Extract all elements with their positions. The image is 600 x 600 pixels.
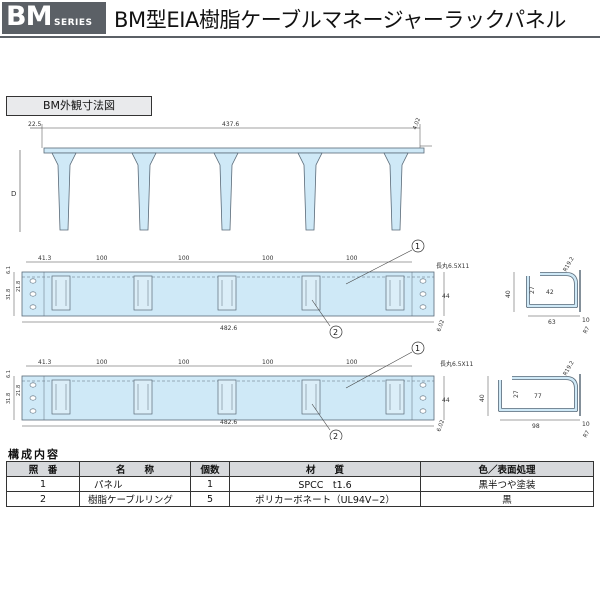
series-badge: BM SERIES bbox=[2, 1, 106, 34]
top-dim-left: 22.5 bbox=[28, 121, 42, 128]
fv2-callout-1: 1 bbox=[415, 344, 420, 353]
fv2-dim-total: 482.6 bbox=[220, 419, 237, 426]
cell-material: ポリカーボネート（UL94V−2） bbox=[229, 491, 421, 507]
sv1-dim-b: 42 bbox=[546, 289, 554, 296]
composition-heading: 構成内容 bbox=[8, 448, 60, 461]
fv1-dim-edge: 41.3 bbox=[38, 255, 52, 262]
sv2-dim-height: 40 bbox=[479, 394, 486, 402]
fv2-dim-pitch-2: 100 bbox=[178, 359, 190, 366]
sv1-dim-r2: R7 bbox=[583, 325, 592, 335]
top-view: 22.5 437.6 4.02 D bbox=[11, 117, 432, 232]
header: BM SERIES BM型EIA樹脂ケーブルマネージャーラックパネル bbox=[0, 0, 600, 38]
side-view-1: 40 R19.2 27 42 63 10 R7 bbox=[505, 256, 592, 335]
col-qty: 個数 bbox=[190, 461, 230, 477]
top-dim-right: 4.02 bbox=[412, 117, 422, 131]
table-header-row: 照 番 名 称 個数 材 質 色／表面処理 bbox=[6, 461, 594, 477]
sv1-dim-a: 27 bbox=[529, 286, 536, 294]
sv1-dim-r: R19.2 bbox=[563, 256, 576, 273]
fv2-dim-pitch-1: 100 bbox=[96, 359, 108, 366]
table-row: 1 パネル 1 SPCC t1.6 黒半つや塗装 bbox=[6, 476, 594, 492]
sv1-dim-foot: 10 bbox=[582, 317, 590, 324]
sv1-dim-height: 40 bbox=[505, 290, 512, 298]
series-badge-main: BM bbox=[6, 1, 52, 32]
fv1-dim-left-mid: 31.8 bbox=[6, 289, 12, 300]
fv1-dim-pitch-3: 100 bbox=[262, 255, 274, 262]
parts-table: 照 番 名 称 個数 材 質 色／表面処理 1 パネル 1 SPCC t1.6 … bbox=[6, 461, 594, 507]
fv2-dim-left-mid2: 21.8 bbox=[16, 385, 22, 396]
page-title: BM型EIA樹脂ケーブルマネージャーラックパネル bbox=[114, 8, 566, 32]
cell-finish: 黒半つや塗装 bbox=[420, 476, 594, 492]
col-name: 名 称 bbox=[79, 461, 191, 477]
sv1-dim-width: 63 bbox=[548, 319, 556, 326]
fv2-dim-height: 44 bbox=[442, 397, 450, 404]
cell-name: 樹脂ケーブルリング bbox=[79, 491, 191, 507]
cell-finish: 黒 bbox=[420, 491, 594, 507]
fv1-callout-2: 2 bbox=[333, 328, 338, 337]
fv1-dim-pitch-2: 100 bbox=[178, 255, 190, 262]
fv2-dim-slot: 長丸6.5X11 bbox=[440, 360, 473, 368]
dimension-drawing: 22.5 437.6 4.02 D 41.3 100 100 100 100 bbox=[6, 117, 592, 440]
fv1-dim-pitch-1: 100 bbox=[96, 255, 108, 262]
cell-material: SPCC t1.6 bbox=[229, 476, 421, 492]
fv1-dim-thick: 6.02 bbox=[436, 319, 446, 333]
fv2-dim-pitch-4: 100 bbox=[346, 359, 358, 366]
sv2-dim-width: 98 bbox=[532, 423, 540, 430]
fv1-dim-slot: 長丸6.5X11 bbox=[436, 262, 469, 270]
sv2-dim-foot: 10 bbox=[582, 421, 590, 428]
fv1-dim-left-top: 6.1 bbox=[6, 266, 12, 274]
col-material: 材 質 bbox=[229, 461, 421, 477]
side-view-2: 40 R19.2 27 77 98 10 R7 bbox=[479, 360, 592, 439]
cell-name: パネル bbox=[79, 476, 191, 492]
cell-no: 1 bbox=[6, 476, 80, 492]
fv1-dim-height: 44 bbox=[442, 293, 450, 300]
cell-qty: 1 bbox=[190, 476, 230, 492]
top-dim-depth: D bbox=[11, 190, 16, 198]
fv2-callout-2: 2 bbox=[333, 432, 338, 440]
fv1-dim-total: 482.6 bbox=[220, 325, 237, 332]
top-dim-width: 437.6 bbox=[222, 121, 239, 128]
title-rule bbox=[0, 36, 600, 38]
fv2-dim-edge: 41.3 bbox=[38, 359, 52, 366]
fv1-dim-pitch-4: 100 bbox=[346, 255, 358, 262]
fv2-dim-pitch-3: 100 bbox=[262, 359, 274, 366]
series-badge-sub: SERIES bbox=[54, 18, 93, 28]
fv1-dim-left-mid2: 21.8 bbox=[16, 281, 22, 292]
sv2-dim-r: R19.2 bbox=[563, 360, 576, 377]
sv2-dim-a: 27 bbox=[513, 390, 520, 398]
col-no: 照 番 bbox=[6, 461, 80, 477]
cell-no: 2 bbox=[6, 491, 80, 507]
front-view-1: 41.3 100 100 100 100 6.1 31.8 21.8 bbox=[6, 239, 469, 339]
fv2-dim-thick: 6.02 bbox=[436, 419, 446, 433]
section-label: BM外観寸法図 bbox=[6, 96, 152, 116]
fv2-dim-left-top: 6.1 bbox=[6, 370, 12, 378]
cell-qty: 5 bbox=[190, 491, 230, 507]
front-view-2: 41.3 100 100 100 100 6.1 31.8 21.8 44 長丸… bbox=[6, 341, 473, 440]
sv2-dim-b: 77 bbox=[534, 393, 542, 400]
fv1-callout-1: 1 bbox=[415, 242, 420, 251]
table-row: 2 樹脂ケーブルリング 5 ポリカーボネート（UL94V−2） 黒 bbox=[6, 491, 594, 507]
col-finish: 色／表面処理 bbox=[420, 461, 594, 477]
fv2-dim-left-mid: 31.8 bbox=[6, 393, 12, 404]
sv2-dim-r2: R7 bbox=[583, 429, 592, 439]
